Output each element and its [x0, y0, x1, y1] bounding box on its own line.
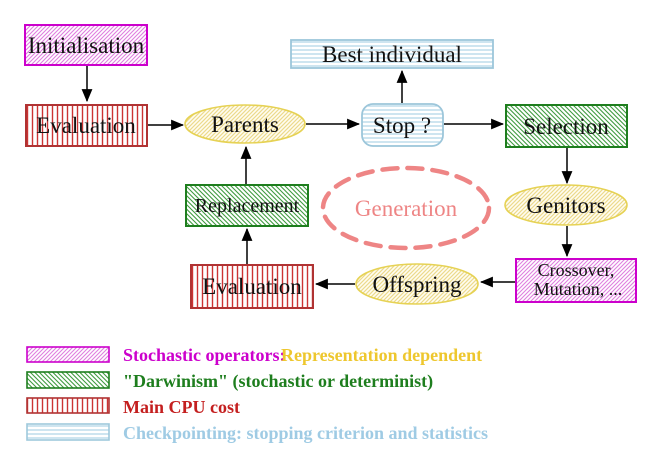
offspring-label: Offspring: [372, 272, 462, 297]
best-individual-box: [290, 39, 494, 69]
evaluation-bottom-label: Evaluation: [202, 274, 302, 299]
crossover-mutation-box: [515, 258, 637, 303]
parents-label: Parents: [211, 112, 279, 137]
replacement-label: Replacement: [195, 195, 300, 217]
evaluation-top-box: [25, 104, 148, 147]
best-individual-label: Best individual: [322, 42, 462, 67]
parents-ellipse: [184, 104, 306, 144]
legend-swatch-checkpointing: [26, 423, 110, 441]
replacement-box: [185, 184, 309, 227]
generation-label: Generation: [355, 196, 458, 221]
legend: Stochastic operators: Representation dep…: [26, 345, 488, 443]
stop-box: [361, 103, 444, 147]
initialisation-label: Initialisation: [28, 33, 145, 58]
genitors-ellipse: [504, 184, 628, 226]
legend-swatch-cpu: [26, 397, 110, 414]
legend-label-darwinism: "Darwinism" (stochastic or determinist): [123, 371, 433, 392]
offspring-ellipse: [355, 263, 479, 305]
evaluation-top-label: Evaluation: [36, 113, 136, 138]
mutation-label: Mutation, ...: [534, 279, 623, 299]
legend-label-stochastic: Stochastic operators:: [123, 345, 285, 365]
stop-label: Stop ?: [373, 113, 431, 138]
legend-label-cpu: Main CPU cost: [123, 397, 240, 417]
legend-label-representation: Representation dependent: [281, 345, 482, 365]
crossover-label: Crossover,: [538, 260, 615, 280]
legend-label-checkpointing: Checkpointing: stopping criterion and st…: [123, 423, 488, 443]
genitors-label: Genitors: [526, 193, 605, 218]
initialisation-box: [24, 24, 148, 66]
generation-loop-ellipse: [320, 165, 492, 251]
legend-swatch-stochastic: [26, 346, 110, 363]
selection-label: Selection: [523, 114, 609, 139]
evaluation-bottom-box: [190, 264, 314, 309]
legend-swatch-darwinism: [26, 371, 110, 389]
selection-box: [505, 104, 628, 148]
